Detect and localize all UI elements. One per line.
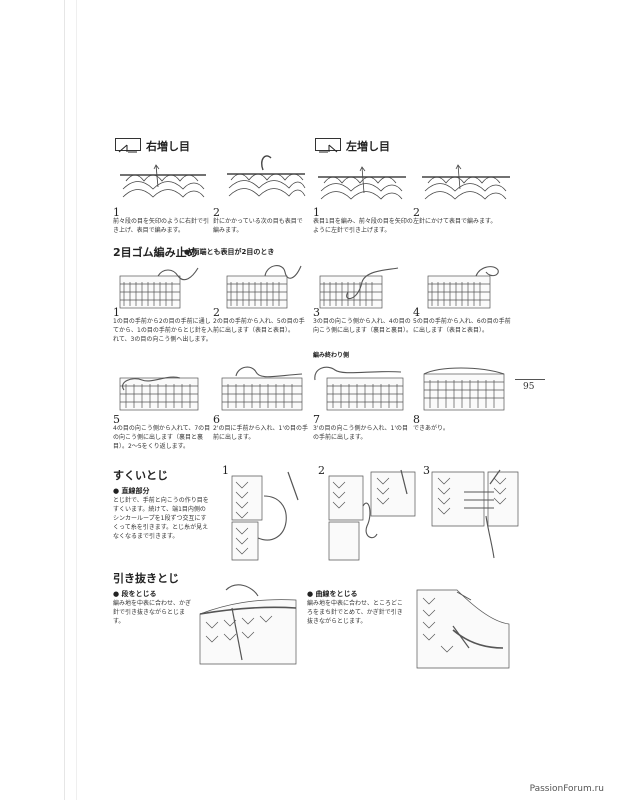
- rib-bindoff-step8-illustration: [423, 367, 505, 411]
- rib-bindoff-step2-illustration: [226, 265, 302, 309]
- mattress-title: すくいとじ: [113, 469, 168, 482]
- rib-bindoff-step7-illustration: [314, 366, 404, 411]
- rib-bindoff-step6-number: 6: [213, 413, 220, 426]
- rib-bindoff-step5-caption: 4の目の向こう側から入れて、7の目の向こう側に出します（裏目と裏目）。2〜5をく…: [113, 425, 211, 450]
- rib-bindoff-title: 2目ゴム編み止め: [113, 246, 198, 259]
- mattress-step2-illustration: [328, 469, 416, 561]
- slipstitch-caption2: 編み地を中表に合わせ、ところどころをまち針でとめて、かぎ針で引き抜きながらとじま…: [307, 600, 403, 625]
- rib-bindoff-step7-caption: 3'の目の向こう側から入れ、1'の目の手前に出します。: [313, 425, 408, 441]
- rib-bindoff-step1-illustration: [119, 267, 199, 309]
- right-increase-step1-caption: 前々段の目を矢印のように右針で引き上げ、表目で編みます。: [113, 218, 210, 234]
- rib-bindoff-step7-number: 7: [313, 413, 320, 426]
- left-increase-step1-illustration: [318, 166, 406, 200]
- rib-bindoff-step8-caption: できあがり。: [413, 425, 449, 432]
- mattress-step3-number: 3: [423, 464, 430, 477]
- rib-bindoff-step3-illustration: [319, 267, 399, 309]
- slipstitch-title: 引き抜きとじ: [113, 572, 179, 585]
- rib-bindoff-step1-number: 1: [113, 306, 120, 319]
- rib-bindoff-step5-illustration: [119, 376, 199, 411]
- rib-bindoff-step3-number: 3: [313, 306, 320, 319]
- left-increase-title: 左増し目: [346, 140, 390, 153]
- rib-bindoff-finish-label: 編み終わり側: [313, 352, 350, 359]
- rib-bindoff-step2-number: 2: [213, 306, 220, 319]
- right-increase-step1-number: 1: [113, 206, 120, 219]
- mattress-step1-illustration: [231, 471, 299, 561]
- mattress-step2-number: 2: [318, 464, 325, 477]
- right-increase-step2-caption: 針にかかっている次の目も表目で編みます。: [213, 218, 303, 234]
- page-number-rule: [515, 379, 545, 380]
- page-number: 95: [523, 382, 535, 392]
- rib-bindoff-step3-caption: 3の目の向こう側から入れ、4の目の向こう側に出します（裏目と裏目）。: [313, 318, 413, 334]
- rib-bindoff-step6-illustration: [221, 366, 303, 411]
- left-increase-step2-illustration: [422, 164, 510, 200]
- slipstitch-caption1: 編み地を中表に合わせ、かぎ針で引き抜きながらとじます。: [113, 600, 192, 625]
- right-increase-symbol: [115, 138, 141, 153]
- mattress-caption: とじ針で、手前と向こうの作り目をすくいます。続けて、端1目内側のシンカーループを…: [113, 497, 209, 540]
- right-increase-step1-illustration: [120, 164, 206, 198]
- rib-bindoff-step5-number: 5: [113, 413, 120, 426]
- slipstitch-sub1: ● 段をとじる: [113, 590, 157, 598]
- left-increase-step1-caption: 表目1目を編み、前々段の目を矢印のように左針で引き上げます。: [313, 218, 413, 234]
- rib-bindoff-step4-caption: 5の目の手前から入れ、6の目の手前に出します（表目と表目）。: [413, 318, 511, 334]
- left-increase-step2-number: 2: [413, 206, 420, 219]
- watermark: PassionForum.ru: [529, 784, 604, 794]
- mattress-step1-number: 1: [222, 464, 229, 477]
- slipstitch-straight-illustration: [199, 584, 297, 665]
- mattress-step3-illustration: [431, 469, 519, 559]
- right-increase-step2-number: 2: [213, 206, 220, 219]
- rib-bindoff-step8-number: 8: [413, 413, 420, 426]
- rib-bindoff-step6-caption: 2'の目に手前から入れ、1'の目の手前に出します。: [213, 425, 308, 441]
- page-gutter-line: [64, 0, 65, 800]
- right-increase-step2-illustration: [227, 155, 306, 197]
- rib-bindoff-step4-illustration: [427, 266, 499, 309]
- right-increase-title: 右増し目: [146, 140, 190, 153]
- left-increase-symbol: [315, 138, 341, 153]
- left-increase-step2-caption: 左針にかけて表目で編みます。: [413, 218, 497, 225]
- mattress-subtitle: ● 直線部分: [113, 487, 150, 495]
- slipstitch-sub2: ● 曲線をとじる: [307, 590, 358, 598]
- rib-bindoff-step1-caption: 1の目の手前から2の目の手前に通してから、1の目の手前からとじ針を入れて、3の目…: [113, 318, 213, 343]
- rib-bindoff-step2-caption: 2の目の手前から入れ、5の目の手前に出します（表目と表目）。: [213, 318, 305, 334]
- slipstitch-curve-illustration: [416, 589, 510, 669]
- left-increase-step1-number: 1: [313, 206, 320, 219]
- rib-bindoff-subtitle: ● 両端とも表目が2目のとき: [184, 248, 275, 256]
- page-gutter-line-inner: [76, 0, 77, 800]
- rib-bindoff-step4-number: 4: [413, 306, 420, 319]
